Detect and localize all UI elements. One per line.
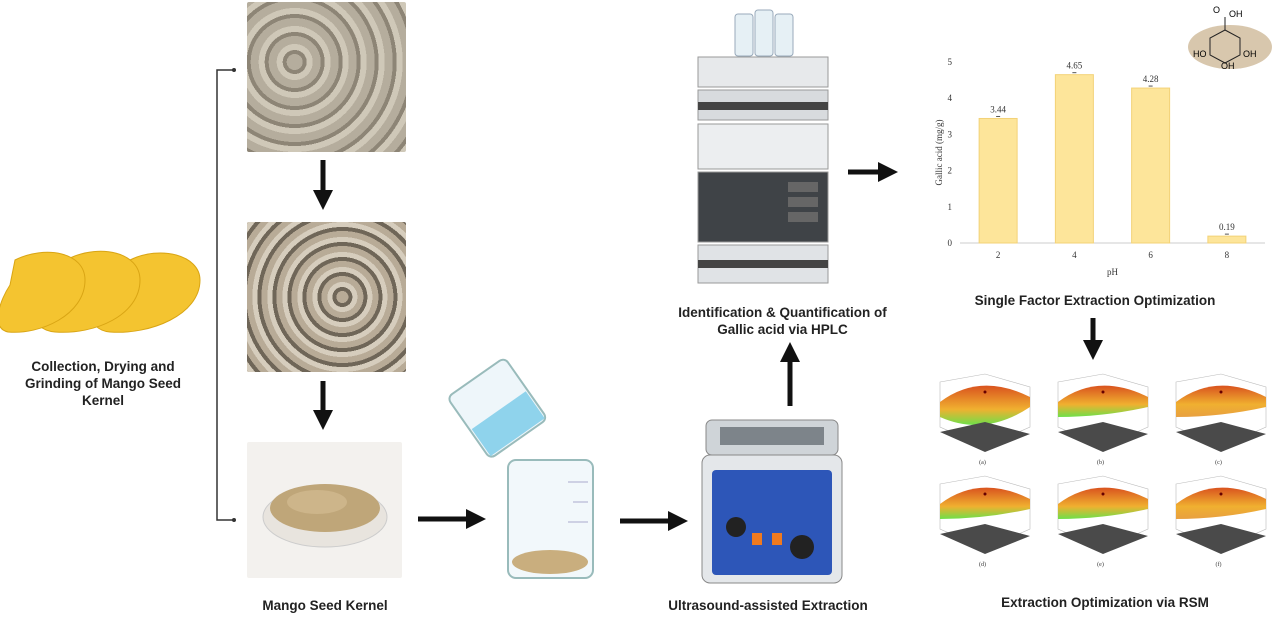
y-tick-label: 2: [948, 166, 953, 176]
rsm-surface-plots: (a) (b) (c) (d) (e) (f): [930, 372, 1280, 572]
hplc-label: Identification & Quantification of Galli…: [678, 305, 887, 337]
bar: [1054, 74, 1094, 244]
rsm-panel: (f): [1166, 474, 1271, 568]
x-tick-label: 2: [996, 250, 1001, 260]
single-factor-label: Single Factor Extraction Optimization: [974, 293, 1216, 308]
rsm-panel-caption: (a): [979, 460, 986, 466]
rsm-panel: (b): [1048, 372, 1153, 466]
y-tick-label: 3: [948, 129, 953, 139]
rsm-label: Extraction Optimization via RSM: [1001, 595, 1209, 610]
molecule-oh-label: OH: [1221, 61, 1235, 71]
rsm-panel: (c): [1166, 372, 1271, 466]
mango-fruits-illustration: [0, 250, 201, 333]
ultrasound-label: Ultrasound-assisted Extraction: [668, 598, 868, 613]
x-tick-label: 8: [1225, 250, 1230, 260]
bracket-connector: [216, 68, 236, 522]
y-axis-title: Gallic acid (mg/g): [934, 120, 944, 186]
molecule-o-label: O: [1213, 5, 1221, 15]
data-label: 4.65: [1067, 61, 1083, 71]
data-label: 3.44: [990, 104, 1006, 114]
bar: [1131, 87, 1171, 244]
x-tick-label: 4: [1072, 250, 1077, 260]
rsm-panel-caption: (b): [1097, 460, 1104, 466]
y-tick-label: 1: [948, 202, 953, 212]
rsm-panel: (d): [930, 474, 1035, 568]
kernel-powder-photo: [247, 442, 402, 578]
molecule-oh-label: OH: [1229, 9, 1243, 19]
bar: [1207, 235, 1247, 244]
x-tick-label: 6: [1148, 250, 1153, 260]
ultrasound-bath-illustration: [701, 419, 843, 584]
data-label: 0.19: [1219, 222, 1235, 232]
beakers-illustration: [448, 358, 594, 579]
kernel-label: Mango Seed Kernel: [262, 598, 388, 613]
bar: [978, 117, 1018, 244]
molecule-oh-label: OH: [1243, 49, 1257, 59]
y-tick-label: 0: [948, 238, 953, 248]
y-tick-label: 5: [948, 57, 953, 67]
rsm-panel-caption: (c): [1215, 460, 1222, 466]
rsm-panel-caption: (e): [1097, 562, 1104, 568]
collection-label: Collection, Drying and Grinding of Mango…: [25, 359, 181, 408]
rsm-panel-caption: (f): [1215, 562, 1222, 568]
data-label: 4.28: [1143, 74, 1159, 84]
cut-kernels-photo: [247, 222, 406, 372]
y-tick-label: 4: [948, 93, 953, 103]
rsm-panel: (e): [1048, 474, 1153, 568]
hplc-instrument-illustration: [697, 9, 829, 284]
gallic-acid-molecule-image: OH O HO OH OH: [1185, 5, 1275, 75]
x-axis-title: pH: [1107, 267, 1119, 277]
dried-seeds-photo: [247, 2, 406, 152]
molecule-ho-label: HO: [1193, 49, 1207, 59]
rsm-panel-caption: (d): [979, 562, 986, 568]
rsm-panel: (a): [930, 372, 1035, 466]
